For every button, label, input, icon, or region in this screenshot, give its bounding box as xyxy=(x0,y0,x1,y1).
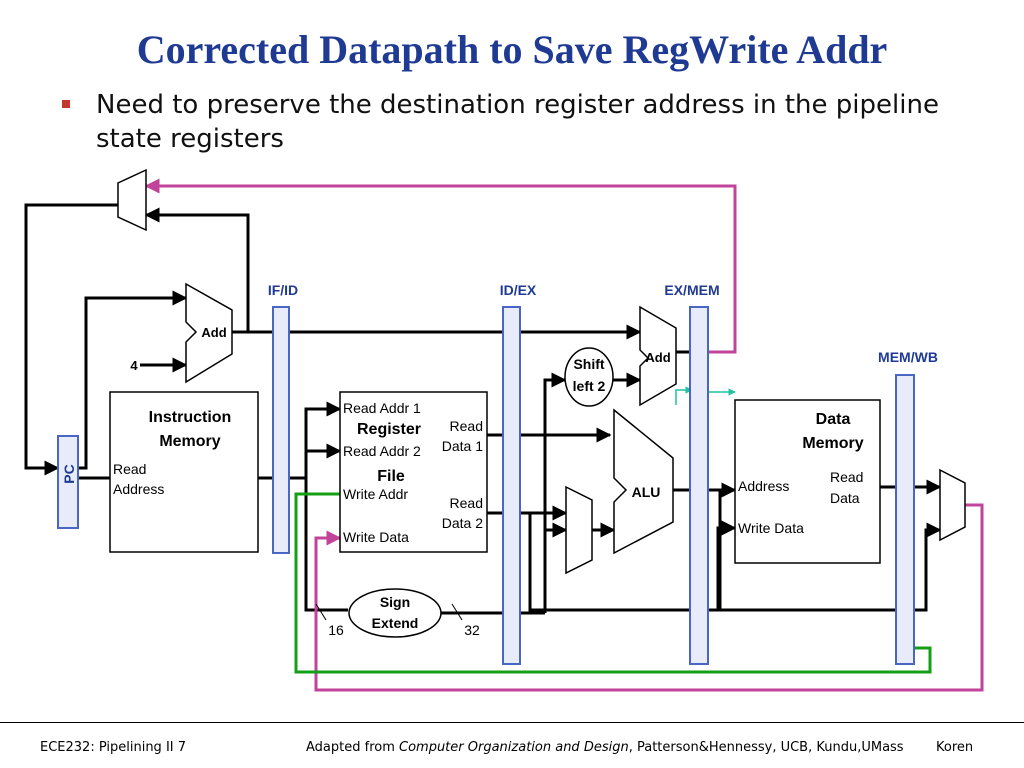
footer-adapted: Adapted from xyxy=(306,740,399,755)
pc-source-mux xyxy=(117,168,147,232)
sign-extend-label-2: Extend xyxy=(372,615,419,631)
alu xyxy=(613,408,674,555)
register-file-title: Register xyxy=(357,421,421,438)
label-mem-wb: MEM/WB xyxy=(878,349,938,365)
footer-divider xyxy=(0,722,1024,723)
label-ex-mem: EX/MEM xyxy=(664,282,719,298)
data-memory-address: Address xyxy=(738,478,789,494)
bits-out-label: 32 xyxy=(464,622,480,638)
register-file xyxy=(339,391,488,553)
shift-left-label-2: left 2 xyxy=(573,378,606,394)
data-memory xyxy=(734,399,881,564)
data-memory-title: Data xyxy=(816,411,851,428)
alu-src-mux xyxy=(565,485,593,575)
pc-adder xyxy=(185,282,233,384)
reg-read-data-1: Read xyxy=(450,418,483,434)
shift-left-label: Shift xyxy=(573,356,604,372)
reg-write-data: Write Data xyxy=(343,529,409,545)
branch-adder xyxy=(639,305,677,407)
bus-width-tick-16 xyxy=(315,603,327,621)
branch-control-wires xyxy=(675,386,736,405)
reg-read-data-2b: Data 2 xyxy=(442,515,483,531)
datapath-wires xyxy=(24,203,942,615)
label-if-id: IF/ID xyxy=(268,282,298,298)
page-title: Corrected Datapath to Save RegWrite Addr xyxy=(136,27,888,72)
bullet-text: Need to preserve the destination registe… xyxy=(96,90,939,154)
write-address-path xyxy=(294,492,932,674)
instruction-memory-title: Instruction xyxy=(149,409,232,426)
bus-width-tick-32 xyxy=(451,603,463,621)
pipe-reg-id-ex xyxy=(502,306,521,665)
writeback-mux xyxy=(939,468,966,542)
data-memory-write-data: Write Data xyxy=(738,520,804,536)
regwrite-path xyxy=(144,178,984,692)
footer-course: ECE232: Pipelining II 7 xyxy=(40,740,187,755)
constant-four: 4 xyxy=(130,358,138,373)
data-memory-read: Read xyxy=(830,469,863,485)
footer-book: Computer Organization and Design xyxy=(399,740,629,755)
bits-in-label: 16 xyxy=(328,622,344,638)
reg-write-addr: Write Addr xyxy=(343,486,408,502)
branch-adder-label: Add xyxy=(645,350,670,365)
register-file-title-2: File xyxy=(377,468,405,485)
reg-read-addr-1: Read Addr 1 xyxy=(343,400,421,416)
data-memory-read-data: Data xyxy=(830,490,860,506)
pc-register xyxy=(57,435,79,529)
reg-read-addr-2: Read Addr 2 xyxy=(343,443,421,459)
pc-label: PC xyxy=(61,464,77,483)
bullet-marker xyxy=(62,100,70,108)
instruction-memory-read: Read xyxy=(113,461,146,477)
instruction-memory-address: Address xyxy=(113,481,164,497)
instruction-memory xyxy=(109,391,259,553)
shift-left-2 xyxy=(564,347,614,407)
datapath-diagram: PC Add 4 Instruction Memory Read Address… xyxy=(24,168,984,692)
sign-extend-label: Sign xyxy=(380,594,410,610)
footer-attribution: Adapted from Computer Organization and D… xyxy=(306,740,904,755)
footer-authors: , Patterson&Hennessy, UCB, Kundu,UMass xyxy=(628,740,904,755)
pipe-reg-if-id xyxy=(272,306,290,554)
footer-author: Koren xyxy=(936,740,974,755)
pc-adder-label: Add xyxy=(201,325,226,340)
pipe-reg-ex-mem xyxy=(689,306,709,665)
data-memory-title-2: Memory xyxy=(802,435,863,452)
alu-label: ALU xyxy=(632,484,661,500)
pipe-reg-mem-wb xyxy=(895,374,915,665)
label-id-ex: ID/EX xyxy=(500,282,537,298)
sign-extend xyxy=(348,588,442,638)
pipeline-registers xyxy=(272,306,915,665)
reg-read-data-2: Read xyxy=(450,495,483,511)
reg-read-data-1b: Data 1 xyxy=(442,438,483,454)
instruction-memory-title-2: Memory xyxy=(159,433,220,450)
